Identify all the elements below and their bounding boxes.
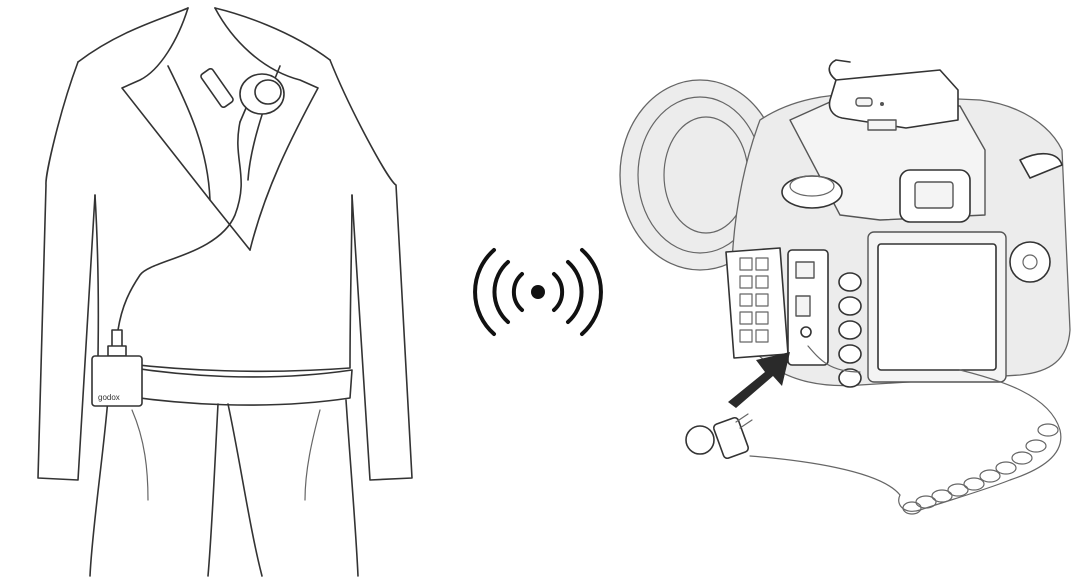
signal-arc-left-2 [492,260,510,324]
camera-illustration [619,79,1071,388]
camera-button-1 [838,272,862,292]
arrow-shape [728,352,790,408]
viewfinder-window [914,181,954,209]
cable-lower [749,455,901,496]
coil [1025,439,1047,453]
signal-arc-right-2 [566,260,584,324]
transmitter-brand-label: godox [98,393,120,402]
cable-coils [902,423,1059,515]
receiver-body [828,69,959,129]
audio-plug-tip [735,413,753,429]
lavalier-microphone [200,67,285,123]
control-dial [1019,152,1063,179]
mic-input-port [800,326,812,338]
audio-plug-head [685,425,715,455]
pocket-right [304,409,321,501]
coil [902,501,922,515]
camera-button-5 [838,368,862,388]
signal-arc-right-1 [552,272,565,312]
camera-button-2 [838,296,862,316]
belt [97,361,353,406]
coiled-cable [898,369,1062,512]
trousers [89,397,359,577]
receiver-device [828,59,959,131]
mic-clip [200,67,234,109]
coil [1037,423,1059,437]
left-lapel [121,7,251,251]
coil [931,489,953,503]
signal-center-dot [531,285,545,299]
jacket-body [94,194,353,373]
pocket-left [131,409,149,501]
mic-capsule [239,73,285,115]
shoulder-line [77,7,331,63]
camera-button-3 [838,320,862,340]
audio-cable [685,345,1062,515]
receiver-led [880,102,884,106]
door-cell [755,329,769,343]
door-cell [755,257,769,271]
coil [979,469,1001,483]
coil [963,477,985,491]
door-cell [739,329,753,343]
transmitter-jack [107,345,127,357]
audio-plug-body [712,416,750,460]
left-sleeve [37,61,96,481]
coil [1011,451,1033,465]
multi-selector-center [1022,254,1038,270]
signal-arc-right-3 [580,248,603,336]
receiver-antenna [828,59,851,81]
coil [915,495,937,509]
hot-shoe-mount [867,119,897,131]
door-cell [739,293,753,307]
mic-grille [254,79,282,105]
port-door-grid [739,257,769,343]
cable-upper [807,345,861,373]
mic-neck [239,107,247,123]
door-cell [755,311,769,325]
mode-dial-top [789,175,835,197]
transmitter-device: godox [91,329,143,407]
mode-dial [781,175,843,209]
coil [995,461,1017,475]
camera-button-4 [838,344,862,364]
signal-arc-left-3 [473,248,496,336]
port-1 [795,261,815,279]
port-door [725,247,789,359]
port-2 [795,295,811,317]
insert-arrow-icon [728,352,790,408]
door-cell [739,275,753,289]
right-sleeve [329,59,413,481]
lcd-screen [877,243,997,371]
transmitter-body [91,355,143,407]
door-cell [755,275,769,289]
wireless-signal-icon [473,248,603,336]
right-lapel [214,7,319,251]
signal-arc-left-1 [511,272,524,312]
coil [947,483,969,497]
door-cell [739,311,753,325]
receiver-usb-port [855,97,873,107]
camera-side-buttons [838,272,862,388]
multi-selector [1009,241,1051,283]
door-cell [739,257,753,271]
person-illustration [37,7,413,577]
mic-cable [117,121,242,331]
door-cell [755,293,769,307]
